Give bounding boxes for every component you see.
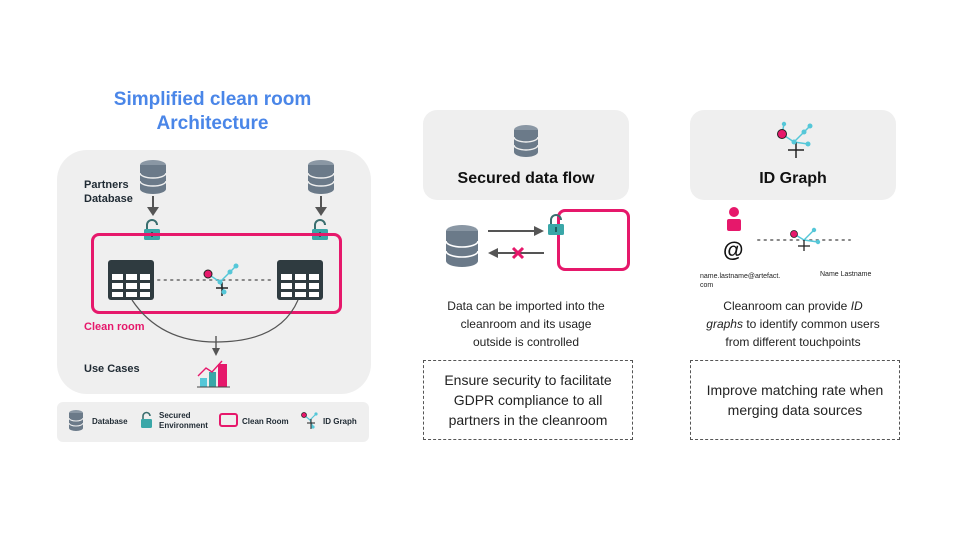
id-graph-benefit-box: Improve matching rate when merging data … [690, 360, 900, 440]
legend-cleanroom-label: Clean Room [242, 417, 289, 426]
legend-idgraph-label: ID Graph [323, 417, 357, 426]
id-desc-italic-id: ID [850, 299, 863, 313]
table-icon [277, 260, 323, 300]
id-box-line1: Improve matching rate when [706, 382, 884, 398]
email-line2: com [700, 282, 714, 289]
id-graph-icon [203, 263, 239, 296]
architecture-title-line2: Architecture [156, 113, 269, 134]
email-line1: name.lastname@artefact. [700, 273, 781, 280]
database-icon [139, 160, 167, 194]
id-desc-line1: Cleanroom can provide ID [723, 299, 863, 313]
secured-box-line2: GDPR compliance to all [453, 392, 603, 408]
id-box-line2: merging data sources [727, 402, 863, 418]
legend-secured-line2: Environment [159, 421, 208, 430]
secured-box-line3: partners in the cleanroom [448, 412, 608, 428]
legend [57, 402, 369, 442]
id-graph-title: ID Graph [759, 170, 827, 187]
id-graph-icon [790, 227, 821, 251]
arrow-down-icon [315, 196, 327, 216]
database-icon [68, 410, 84, 431]
user-icon [727, 207, 741, 231]
id-desc-line2: graphs to identify common users [706, 317, 880, 331]
id-graph-connector [157, 263, 275, 296]
database-icon [445, 225, 479, 267]
flow-to-usecases [131, 299, 299, 356]
id-desc-line3: from different touchpoints [725, 335, 861, 349]
secured-box-line1: Ensure security to facilitate [444, 372, 612, 388]
id-graph-connector [757, 227, 851, 251]
id-graph-description: Cleanroom can provide ID graphs to ident… [680, 297, 906, 351]
arrow-down-icon [147, 196, 159, 216]
table-icon [108, 260, 154, 300]
architecture-title: Simplified clean room Architecture [90, 88, 335, 136]
legend-secured-label: Secured Environment [159, 411, 208, 431]
secured-desc-line1: Data can be imported into the [447, 299, 605, 313]
secured-desc-line2: cleanroom and its usage [460, 317, 592, 331]
cleanroom-boundary [91, 233, 342, 314]
blocked-cross-icon [511, 246, 525, 260]
cleanroom-target-box [557, 209, 630, 271]
secured-flow-title: Secured data flow [457, 170, 595, 187]
partners-label-line2: Database [84, 193, 133, 205]
name-label: Name Lastname [820, 271, 872, 278]
id-graph-icon [777, 121, 813, 158]
secured-flow-description: Data can be imported into the cleanroom … [413, 297, 639, 351]
secured-flow-card: Secured data flow [423, 110, 629, 200]
database-icon [307, 160, 335, 194]
database-icon [513, 125, 539, 157]
cleanroom-label: Clean room [84, 321, 145, 333]
data-flow-arrows [488, 226, 544, 260]
architecture-title-line1: Simplified clean room [113, 89, 312, 110]
partners-database-label: Partners Database [84, 178, 133, 206]
id-graph-card: ID Graph [690, 110, 896, 200]
lock-icon [141, 411, 152, 428]
id-graph-icon [301, 412, 318, 429]
secured-flow-benefit-box: Ensure security to facilitate GDPR compl… [423, 360, 633, 440]
email-at-icon: @ [723, 239, 744, 262]
usecases-label: Use Cases [84, 363, 140, 375]
id-desc-italic-graphs: graphs [706, 317, 743, 331]
secured-desc-line3: outside is controlled [472, 335, 580, 349]
email-label: name.lastname@artefact. com [700, 272, 780, 290]
partners-label-line1: Partners [84, 179, 129, 191]
legend-secured-line1: Secured [159, 411, 191, 420]
bar-chart-icon [197, 360, 230, 388]
legend-database-label: Database [92, 417, 128, 426]
legend-cleanroom-swatch [219, 413, 238, 427]
lock-icon [548, 214, 564, 235]
